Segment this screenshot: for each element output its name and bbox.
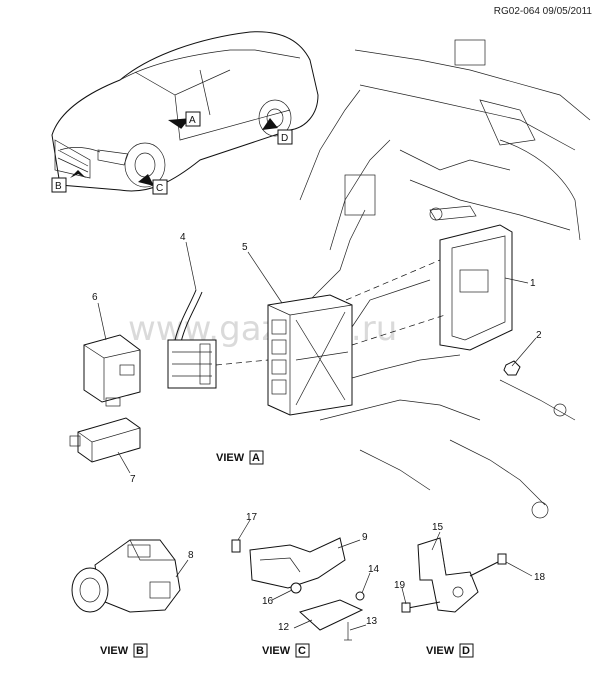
callout-14: 14 <box>368 564 380 575</box>
car-marker-c: C <box>152 179 168 195</box>
svg-text:B: B <box>55 181 62 192</box>
svg-text:A: A <box>189 115 196 126</box>
svg-text:D: D <box>462 645 470 657</box>
svg-text:VIEW: VIEW <box>426 645 455 657</box>
assembly-leaders <box>215 259 446 366</box>
svg-text:B: B <box>136 645 144 657</box>
body-control-module <box>267 294 353 416</box>
callout-17: 17 <box>246 512 258 523</box>
callout-19: 19 <box>394 580 406 591</box>
svg-text:D: D <box>281 133 288 144</box>
callout-6: 6 <box>92 292 98 303</box>
car-illustration <box>51 31 319 192</box>
nut-part <box>503 360 521 376</box>
car-marker-arrows <box>70 117 278 186</box>
svg-text:C: C <box>298 645 306 657</box>
svg-text:VIEW: VIEW <box>262 645 291 657</box>
callout-7: 7 <box>130 474 136 485</box>
callout-18: 18 <box>534 572 546 583</box>
callout-9: 9 <box>362 532 368 543</box>
view-d-assembly <box>401 537 507 613</box>
svg-text:VIEW: VIEW <box>216 452 245 464</box>
ignition-lock-assembly <box>71 539 181 613</box>
bracket-module <box>429 205 513 351</box>
wiring-harness <box>167 289 217 389</box>
view-a-label: VIEW A <box>216 450 264 465</box>
callout-5: 5 <box>242 242 248 253</box>
view-d-label: VIEW D <box>426 643 474 658</box>
view-c-label: VIEW C <box>262 643 310 658</box>
view-c-assembly <box>231 537 365 641</box>
module-7 <box>69 417 141 463</box>
svg-text:C: C <box>156 183 163 194</box>
callout-8: 8 <box>188 550 194 561</box>
svg-text:VIEW: VIEW <box>100 645 129 657</box>
view-b-label: VIEW B <box>100 643 148 658</box>
dashboard-interior <box>299 39 591 519</box>
car-marker-d: D <box>277 129 293 145</box>
drawing-code: RG02-064 09/05/2011 <box>493 6 592 17</box>
callout-leaders <box>97 241 537 631</box>
car-marker-b: B <box>51 177 67 193</box>
svg-text:A: A <box>252 452 260 464</box>
callout-12: 12 <box>278 622 290 633</box>
callout-15: 15 <box>432 522 444 533</box>
module-6 <box>83 334 141 407</box>
callout-13: 13 <box>366 616 378 627</box>
callout-16: 16 <box>262 596 274 607</box>
car-marker-a: A <box>185 111 201 127</box>
callout-1: 1 <box>530 278 536 289</box>
callout-2: 2 <box>536 330 542 341</box>
callout-4: 4 <box>180 232 186 243</box>
